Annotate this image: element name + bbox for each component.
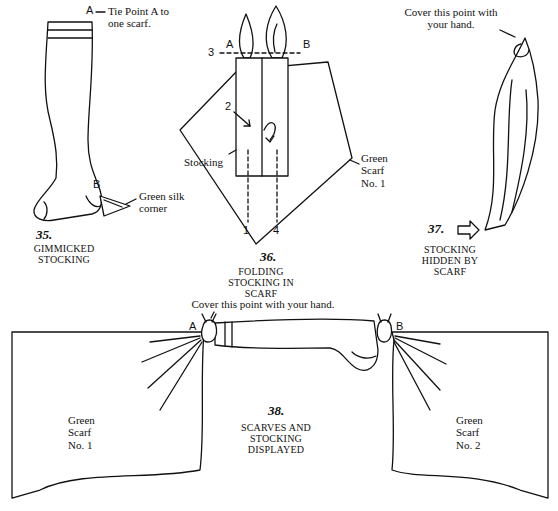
fold-number: 2 xyxy=(225,100,235,112)
figure-number: 37. xyxy=(428,222,458,237)
fold-number: 4 xyxy=(273,224,283,236)
figure-number: 38. xyxy=(256,404,296,419)
part-label: Stocking xyxy=(184,156,234,168)
figure-caption: GIMMICKED STOCKING xyxy=(14,243,114,265)
part-label: Green Scarf No. 1 xyxy=(68,414,108,451)
point-letter: B xyxy=(93,178,105,190)
point-letter: B xyxy=(396,320,408,332)
point-letter: A xyxy=(226,38,238,50)
figure-number: 36. xyxy=(248,250,288,265)
figure-caption: STOCKING HIDDEN BY SCARF xyxy=(410,244,490,278)
part-label: Green Scarf No. 2 xyxy=(456,414,496,451)
callout-note: Cover this point with your hand. xyxy=(402,6,500,31)
callout-note: Tie Point A to one scarf. xyxy=(108,5,180,30)
fold-number: 1 xyxy=(243,224,253,236)
callout-note: Cover this point with your hand. xyxy=(178,298,348,310)
figure-caption: SCARVES AND STOCKING DISPLAYED xyxy=(226,422,326,456)
callout-note: Green silk corner xyxy=(139,190,191,215)
figure-number: 35. xyxy=(36,228,66,243)
point-letter: A xyxy=(189,320,201,332)
part-label: Green Scarf No. 1 xyxy=(361,152,401,189)
figure-caption: FOLDING STOCKING IN SCARF xyxy=(222,266,300,300)
point-letter: A xyxy=(86,4,98,16)
fold-number: 3 xyxy=(208,46,218,58)
point-letter: B xyxy=(303,38,315,50)
